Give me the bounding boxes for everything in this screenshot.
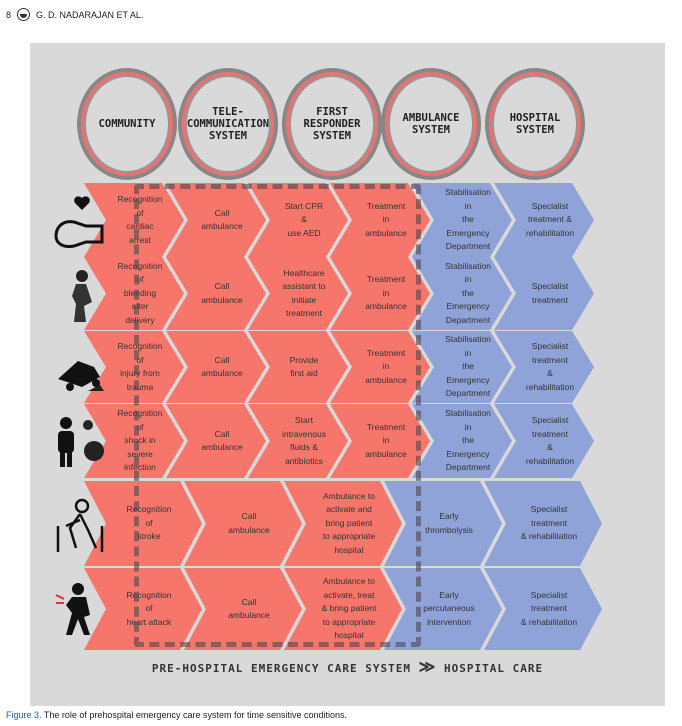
caption-text: The role of prehospital emergency care s… bbox=[43, 710, 348, 720]
system-circle: FIRST RESPONDER SYSTEM bbox=[282, 68, 382, 180]
system-circle: AMBULANCE SYSTEM bbox=[381, 68, 481, 180]
hospital-care-label: HOSPITAL CARE bbox=[444, 662, 544, 675]
running-header: 8 G. D. NADARAJAN ET AL. bbox=[6, 8, 143, 21]
hospital-step: Specialist treatment & rehabilitation bbox=[484, 481, 602, 566]
system-circle: TELE- COMMUNICATION SYSTEM bbox=[178, 68, 278, 180]
chevron-arrow-icon: ≫ bbox=[418, 657, 437, 676]
figure-caption: Figure 3. The role of prehospital emerge… bbox=[6, 710, 347, 720]
stroke-icon bbox=[56, 498, 104, 552]
hospital-step: Stabilisation in the Emergency Departmen… bbox=[412, 183, 512, 257]
caption-label: Figure 3. bbox=[6, 710, 42, 720]
hospital-step: Stabilisation in the Emergency Departmen… bbox=[412, 331, 512, 403]
condition-row: Recognition of shock in severe infection… bbox=[84, 404, 644, 478]
figure: PRE-HOSPITAL EMERGENCY CARE SYSTEM ≫ HOS… bbox=[30, 43, 665, 706]
heart-attack-icon bbox=[55, 583, 90, 635]
prehospital-label: PRE-HOSPITAL EMERGENCY CARE SYSTEM bbox=[151, 662, 412, 675]
car-crash-icon bbox=[58, 361, 104, 391]
journal-logo-icon bbox=[17, 8, 31, 21]
page-number: 8 bbox=[6, 9, 12, 20]
pregnant-woman-icon bbox=[72, 269, 92, 322]
cardiac-arrest-icon bbox=[54, 196, 104, 248]
system-circle: COMMUNITY bbox=[77, 68, 177, 180]
figure-footer: PRE-HOSPITAL EMERGENCY CARE SYSTEM ≫ HOS… bbox=[30, 657, 665, 676]
system-circle: HOSPITAL SYSTEM bbox=[485, 68, 585, 180]
infection-icon bbox=[58, 417, 104, 467]
authors: G. D. NADARAJAN ET AL. bbox=[36, 9, 144, 20]
